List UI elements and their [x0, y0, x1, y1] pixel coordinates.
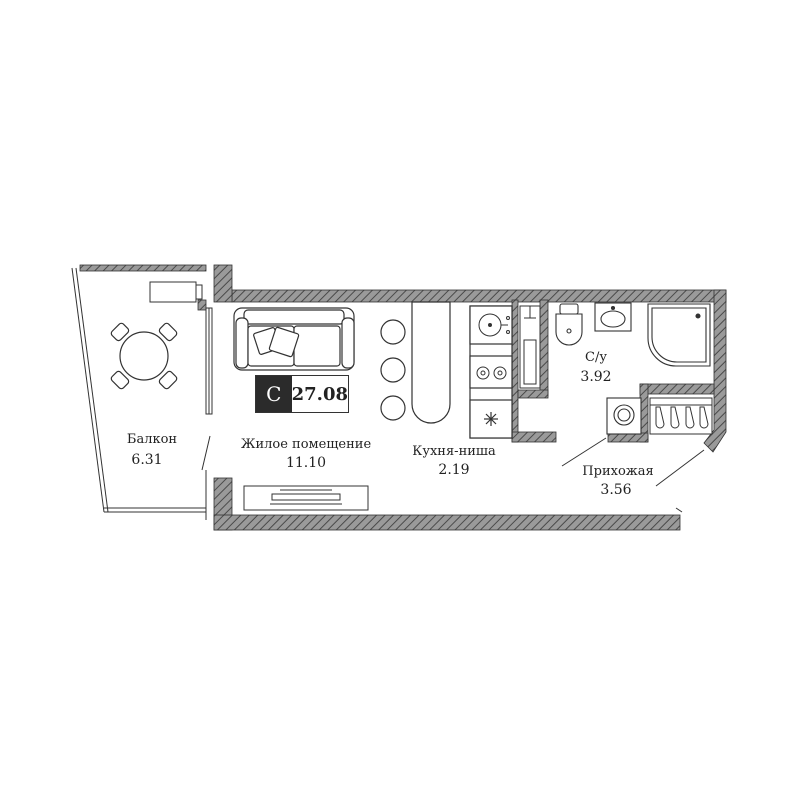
unit-type: С [256, 376, 292, 412]
room-area-living: 11.10 [286, 455, 326, 471]
bar-counter [411, 301, 451, 424]
room-name-balcony: Балкон [127, 432, 177, 447]
wardrobe-icon [649, 397, 713, 435]
tv-unit-icon [243, 485, 369, 511]
washing-machine-icon [606, 397, 642, 435]
sink-icon [594, 302, 632, 332]
bar-stool-icon [380, 319, 406, 345]
entrance-door [561, 437, 705, 513]
unit-total-area: 27.08 [291, 383, 348, 405]
kitchen-column [519, 305, 541, 389]
sofa-icon [233, 307, 355, 371]
room-area-bathroom: 3.92 [580, 369, 611, 385]
fridge-icon [484, 412, 498, 426]
room-area-balcony: 6.31 [131, 452, 162, 468]
balcony [71, 267, 207, 520]
radiator-icon [149, 281, 203, 303]
bar-stool-icon [380, 357, 406, 383]
dining-table-icon [110, 322, 178, 390]
sink-icon [478, 313, 510, 337]
room-area-kitchen: 2.19 [438, 462, 469, 478]
room-name-bathroom: С/у [585, 350, 607, 365]
room-name-hallway: Прихожая [582, 464, 653, 479]
bar-stools [380, 319, 406, 421]
toilet-icon [555, 303, 583, 346]
room-name-kitchen: Кухня-ниша [412, 444, 496, 459]
room-area-hallway: 3.56 [600, 482, 631, 498]
room-name-living: Жилое помещение [241, 437, 372, 452]
balcony-window [201, 307, 213, 471]
cooktop-icon [476, 366, 507, 380]
shower-icon [647, 303, 711, 367]
unit-badge: С 27.08 [255, 375, 349, 413]
bar-stool-icon [380, 395, 406, 421]
